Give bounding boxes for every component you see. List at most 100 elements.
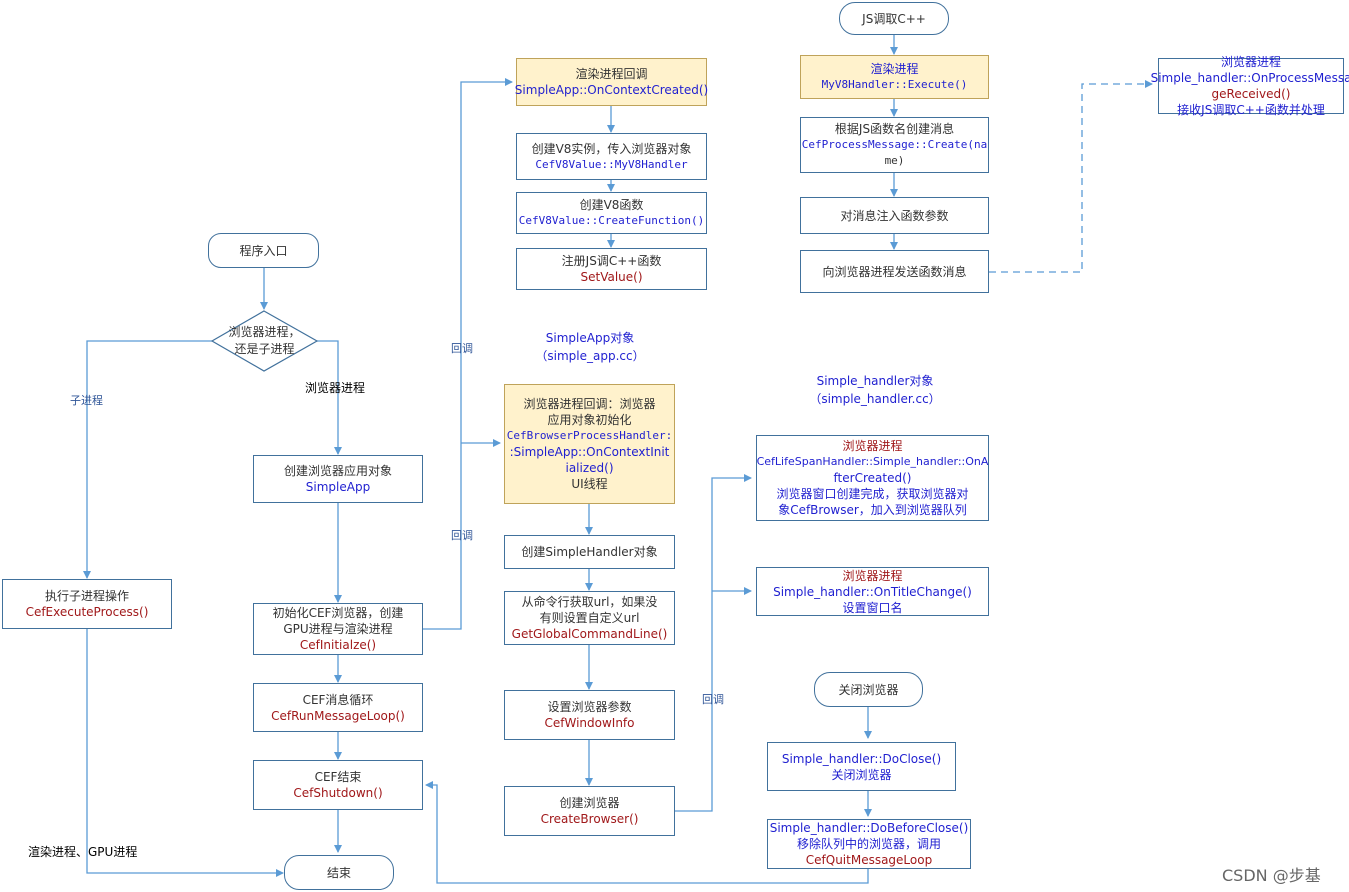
edge-label-callback-1: 回调	[451, 342, 473, 355]
create-v8-function-func: CefV8Value::CreateFunction()	[518, 214, 705, 227]
end-node: 结束	[284, 855, 394, 890]
close-browser-label: 关闭浏览器	[838, 682, 899, 697]
render-callback-node: 渲染进程回调 SimpleApp::OnContextCreated()	[514, 58, 709, 106]
create-browser-func: CreateBrowser()	[540, 812, 639, 826]
browser-callback-func-2: :SimpleApp::OnContextInit	[509, 445, 670, 459]
create-v8-function-text: 创建V8函数	[579, 198, 644, 212]
create-browser-node: 创建浏览器 CreateBrowser()	[504, 786, 675, 836]
set-params-node: 设置浏览器参数 CefWindowInfo	[504, 690, 675, 740]
before-close-line: 移除队列中的浏览器，调用	[796, 837, 941, 851]
inject-params-text: 对消息注入函数参数	[840, 208, 949, 223]
init-cef-node: 初始化CEF浏览器，创建 GPU进程与渲染进程 CefInitialze()	[253, 603, 423, 655]
js-call-node: JS调取C++	[839, 2, 949, 35]
edge-label-child-process: 子进程	[70, 394, 103, 407]
edge-label-callback-2: 回调	[451, 529, 473, 542]
browser-process-receive-line: 接收JS调取C++函数并处理	[1177, 103, 1325, 117]
cef-end-text: CEF结束	[314, 770, 362, 784]
register-js-text: 注册JS调C++函数	[561, 254, 662, 268]
after-created-line-1: 浏览器窗口创建完成，获取浏览器对	[776, 487, 969, 501]
edge-label-browser-process: 浏览器进程	[305, 381, 366, 395]
create-browser-text: 创建浏览器	[559, 796, 620, 810]
simpleapp-note-line-2: （simple_app.cc）	[535, 349, 645, 363]
after-created-title: 浏览器进程	[842, 439, 903, 453]
edge-label-callback-3: 回调	[702, 693, 724, 706]
set-params-func: CefWindowInfo	[544, 716, 635, 730]
create-app-func: SimpleApp	[305, 480, 371, 494]
program-entry-label: 程序入口	[239, 243, 288, 258]
program-entry-node: 程序入口	[208, 233, 319, 268]
exec-child-func: CefExecuteProcess()	[25, 605, 149, 619]
create-v8-func: CefV8Value::MyV8Handler	[535, 157, 688, 171]
browser-callback-line-3: UI线程	[571, 477, 608, 491]
decision-label: 浏览器进程， 还是子进程	[212, 324, 317, 358]
create-v8-function-node: 创建V8函数 CefV8Value::CreateFunction()	[516, 192, 707, 234]
title-change-title: 浏览器进程	[842, 568, 903, 583]
browser-callback-func-3: ialized()	[565, 461, 614, 475]
before-close-func-1: Simple_handler::DoBeforeClose()	[769, 821, 969, 835]
msg-loop-func: CefRunMessageLoop()	[271, 708, 405, 723]
do-close-text: 关闭浏览器	[831, 767, 892, 782]
cef-end-func: CefShutdown()	[293, 786, 383, 800]
handler-note-line-2: （simple_handler.cc）	[809, 392, 941, 406]
get-url-line-1: 从命令行获取url，如果没	[521, 595, 658, 609]
end-label: 结束	[326, 865, 351, 880]
edge-label-render-gpu: 渲染进程、GPU进程	[28, 845, 138, 859]
create-app-text: 创建浏览器应用对象	[283, 464, 392, 478]
browser-callback-node: 浏览器进程回调：浏览器 应用对象初始化 CefBrowserProcessHan…	[504, 384, 675, 504]
get-url-node: 从命令行获取url，如果没 有则设置自定义url GetGlobalComman…	[504, 591, 675, 645]
init-cef-line-1: 初始化CEF浏览器，创建	[272, 606, 404, 620]
browser-callback-func-1: CefBrowserProcessHandler:	[506, 429, 673, 442]
browser-callback-line-2: 应用对象初始化	[547, 413, 632, 427]
create-handler-node: 创建SimpleHandler对象	[504, 535, 675, 569]
cef-end-node: CEF结束 CefShutdown()	[253, 760, 423, 810]
browser-process-receive-func-2: geReceived()	[1211, 87, 1291, 101]
exec-child-text: 执行子进程操作	[44, 589, 129, 603]
get-url-line-2: 有则设置自定义url	[539, 611, 640, 625]
init-cef-func: CefInitialze()	[299, 638, 377, 652]
exec-child-node: 执行子进程操作 CefExecuteProcess()	[2, 579, 172, 629]
after-created-node: 浏览器进程 CefLifeSpanHandler::Simple_handler…	[756, 435, 989, 521]
browser-process-receive-node: 浏览器进程 Simple_handler::OnProcessMessa geR…	[1151, 55, 1349, 117]
get-url-func: GetGlobalCommandLine()	[511, 627, 668, 641]
send-message-node: 向浏览器进程发送函数消息	[800, 250, 989, 293]
browser-callback-line-1: 浏览器进程回调：浏览器	[523, 397, 656, 411]
msg-loop-text: CEF消息循环	[302, 692, 374, 707]
simpleapp-note-line-1: SimpleApp对象	[545, 331, 635, 345]
browser-process-receive-func-1: Simple_handler::OnProcessMessa	[1150, 71, 1349, 85]
decision-line-1: 浏览器进程，	[228, 325, 301, 339]
before-close-node: Simple_handler::DoBeforeClose() 移除队列中的浏览…	[767, 819, 971, 869]
render-process-node: 渲染进程 MyV8Handler::Execute()	[800, 55, 989, 99]
js-call-label: JS调取C++	[862, 11, 926, 26]
create-message-func-1: CefProcessMessage::Create(na	[801, 138, 988, 151]
set-params-text: 设置浏览器参数	[547, 700, 632, 714]
msg-loop-node: CEF消息循环 CefRunMessageLoop()	[253, 683, 423, 732]
create-message-node: 根据JS函数名创建消息 CefProcessMessage::Create(na…	[800, 117, 989, 173]
render-callback-func: SimpleApp::OnContextCreated()	[514, 83, 709, 97]
browser-process-receive-title: 浏览器进程	[1220, 55, 1281, 69]
simpleapp-object-note: SimpleApp对象 （simple_app.cc）	[520, 329, 660, 365]
render-callback-text: 渲染进程回调	[575, 67, 648, 81]
register-js-func: SetValue()	[580, 270, 643, 284]
register-js-node: 注册JS调C++函数 SetValue()	[516, 248, 707, 290]
render-process-func: MyV8Handler::Execute()	[821, 78, 968, 91]
create-message-text: 根据JS函数名创建消息	[834, 122, 955, 136]
create-app-node: 创建浏览器应用对象 SimpleApp	[253, 455, 423, 503]
create-handler-text: 创建SimpleHandler对象	[521, 545, 658, 559]
create-v8-text: 创建V8实例，传入浏览器对象	[531, 141, 692, 156]
send-message-text: 向浏览器进程发送函数消息	[822, 264, 967, 279]
close-browser-node: 关闭浏览器	[814, 672, 923, 707]
simple-handler-object-note: Simple_handler对象 （simple_handler.cc）	[795, 372, 955, 408]
decision-line-2: 还是子进程	[234, 342, 295, 356]
create-v8-node: 创建V8实例，传入浏览器对象 CefV8Value::MyV8Handler	[516, 133, 707, 180]
render-process-text: 渲染进程	[870, 62, 919, 76]
title-change-node: 浏览器进程 Simple_handler::OnTitleChange() 设置…	[756, 567, 989, 616]
before-close-func-2: CefQuitMessageLoop	[805, 853, 933, 867]
process-type-decision-diamond	[210, 310, 319, 372]
handler-note-line-1: Simple_handler对象	[816, 374, 934, 388]
init-cef-line-2: GPU进程与渲染进程	[283, 622, 393, 636]
after-created-func-1: CefLifeSpanHandler::Simple_handler::OnA	[756, 455, 989, 468]
title-change-func: Simple_handler::OnTitleChange()	[773, 584, 972, 599]
after-created-func-2: fterCreated()	[833, 471, 912, 485]
inject-params-node: 对消息注入函数参数	[800, 197, 989, 234]
